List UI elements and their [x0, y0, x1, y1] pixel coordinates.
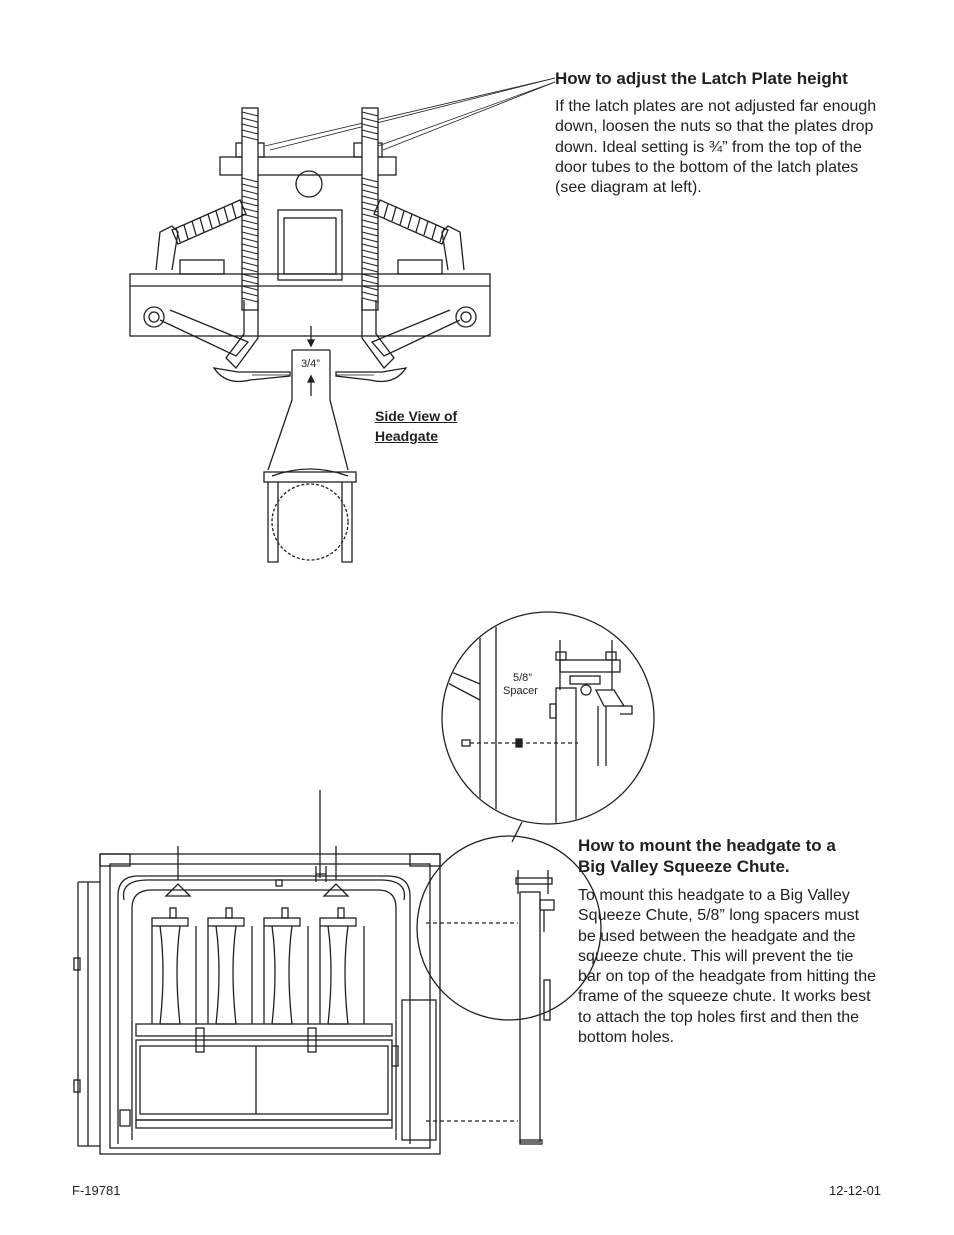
latch-plate-instructions: If the latch plates are not adjusted far… [555, 98, 877, 197]
spacer-label-size: 5/8” [513, 672, 532, 684]
mount-headgate-heading-line2: Big Valley Squeeze Chute. [578, 857, 790, 876]
side-view-label-line1: Side View of [375, 408, 458, 424]
latch-plate-heading: How to adjust the Latch Plate height [555, 69, 848, 88]
dimension-label-three-quarter: 3/4” [301, 358, 320, 370]
spacer-label-word: Spacer [503, 685, 538, 697]
mount-headgate-heading-line1: How to mount the headgate to a [578, 836, 836, 855]
headgate-side-view-diagram [129, 77, 556, 563]
document-date: 12-12-01 [829, 1183, 882, 1198]
squeeze-chute-diagram [73, 611, 655, 1155]
document-number: F-19781 [72, 1183, 121, 1198]
side-view-label-line2: Headgate [375, 428, 439, 444]
mount-headgate-instructions: To mount this headgate to a Big Valley S… [578, 887, 876, 1047]
